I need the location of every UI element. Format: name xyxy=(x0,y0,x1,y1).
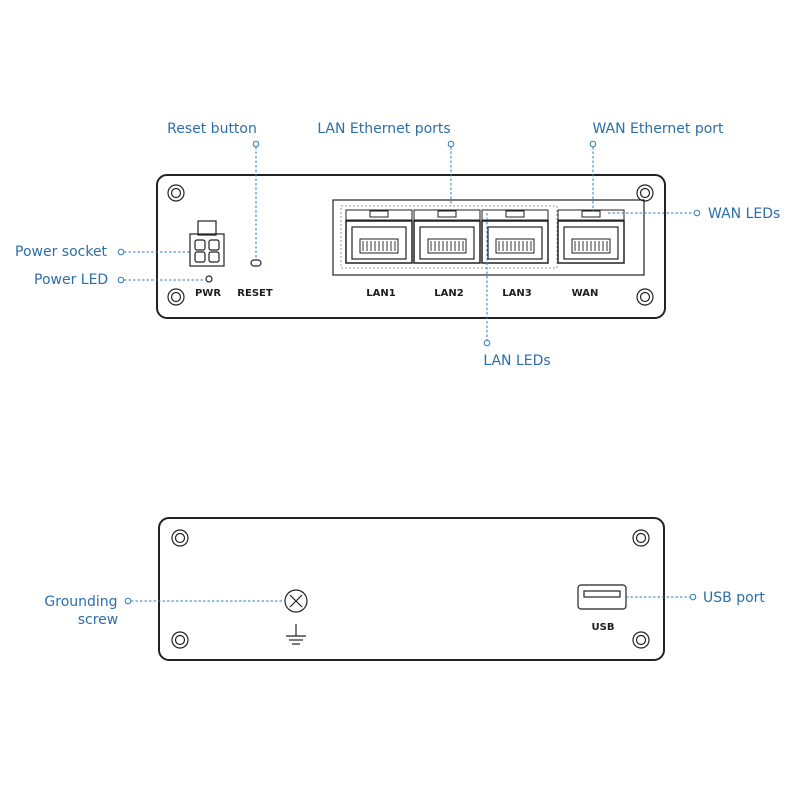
port-label-lan1: LAN1 xyxy=(366,288,395,299)
front-panel: PWR RESET LAN1 LAN2 LAN3 WAN xyxy=(156,174,666,319)
reset-button-callout-label: Reset button xyxy=(167,121,257,137)
callout-lan-leds: LAN LEDs xyxy=(483,213,551,369)
ethernet-port-lan2 xyxy=(413,209,481,264)
corner-screw-icon xyxy=(171,631,189,649)
callout-wan-leds: WAN LEDs xyxy=(608,206,780,222)
lan-leds-callout-label: LAN LEDs xyxy=(483,353,550,369)
reset-label: RESET xyxy=(237,288,273,299)
corner-screw-icon xyxy=(167,184,185,202)
callout-usb-port: USB port xyxy=(626,590,765,606)
grounding-screw-callout-label-line1: Grounding xyxy=(44,594,117,610)
reset-button xyxy=(250,259,262,267)
callout-lan-ethernet-ports: LAN Ethernet ports xyxy=(317,121,455,206)
port-label-wan: WAN xyxy=(572,288,599,299)
back-panel: USB xyxy=(158,517,665,661)
corner-screw-icon xyxy=(632,631,650,649)
ethernet-port-lan3 xyxy=(481,209,549,264)
ethernet-ports xyxy=(345,209,625,264)
pwr-label: PWR xyxy=(195,288,221,299)
power-led-callout-label: Power LED xyxy=(34,272,108,288)
grounding-screw-callout-label-line2: screw xyxy=(78,612,119,628)
front-panel-body xyxy=(156,174,666,319)
callout-power-led: Power LED xyxy=(34,272,205,288)
callout-power-socket: Power socket xyxy=(15,244,190,260)
corner-screw-icon xyxy=(632,529,650,547)
corner-screw-icon xyxy=(636,184,654,202)
lan-port-group xyxy=(340,205,558,269)
corner-screw-icon xyxy=(167,288,185,306)
power-led xyxy=(205,275,213,283)
usb-label: USB xyxy=(592,622,615,633)
port-label-lan2: LAN2 xyxy=(434,288,463,299)
back-panel-body xyxy=(158,517,665,661)
wan-leds-callout-label: WAN LEDs xyxy=(708,206,780,222)
wan-ethernet-port-callout-label: WAN Ethernet port xyxy=(592,121,724,137)
corner-screw-icon xyxy=(636,288,654,306)
port-label-lan3: LAN3 xyxy=(502,288,531,299)
lan-ethernet-ports-callout-label: LAN Ethernet ports xyxy=(317,121,450,137)
grounding-screw-icon xyxy=(284,589,308,613)
power-socket xyxy=(189,220,225,267)
callout-wan-ethernet-port: WAN Ethernet port xyxy=(589,121,724,211)
usb-port-callout-label: USB port xyxy=(703,590,765,606)
ground-symbol-icon xyxy=(286,624,306,645)
corner-screw-icon xyxy=(171,529,189,547)
port-block xyxy=(332,199,645,276)
ethernet-port-lan1 xyxy=(345,209,413,264)
ethernet-port-wan xyxy=(557,209,625,264)
callout-reset-button: Reset button xyxy=(167,121,260,259)
callout-grounding-screw: Grounding screw xyxy=(44,594,285,628)
power-socket-callout-label: Power socket xyxy=(15,244,108,260)
